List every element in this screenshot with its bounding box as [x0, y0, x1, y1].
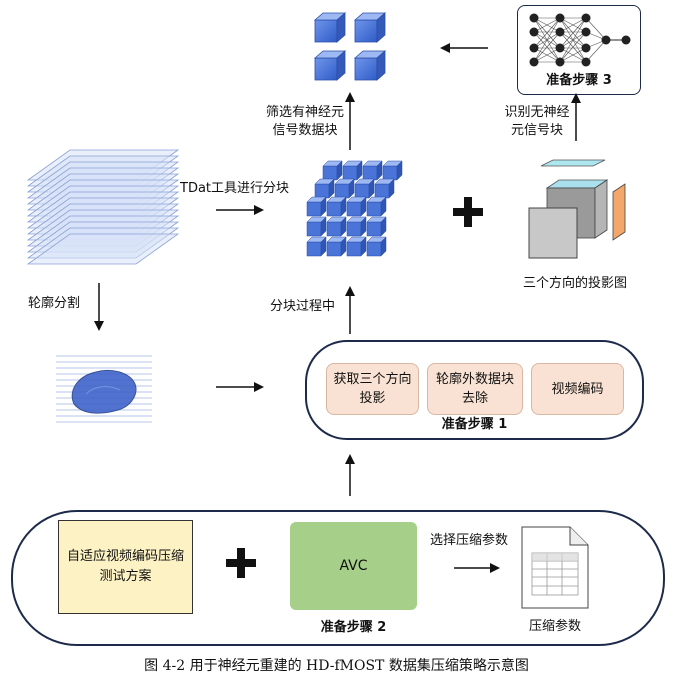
projection-icon [528, 159, 626, 259]
adaptive-test-box: 自适应视频编码压缩测试方案 [58, 520, 193, 614]
arrow-up-step2 [345, 454, 355, 496]
neural-network-icon [529, 13, 631, 67]
figure-caption: 图 4-2 用于神经元重建的 HD-fMOST 数据集压缩策略示意图 [144, 658, 529, 674]
arrow-up-split [345, 286, 355, 334]
block-grid-icon [306, 160, 403, 257]
segmented-brain-icon [56, 355, 152, 423]
filter-blocks-label: 筛选有神经元 信号数据块 [265, 105, 344, 138]
three-dir-proj-label: 三个方向的投影图 [523, 276, 628, 291]
arrow-right-tdat [216, 205, 264, 215]
filtered-cubes-icon [313, 12, 386, 81]
split-process-label: 分块过程中 [270, 299, 336, 314]
arrow-up-step3 [571, 93, 581, 141]
image-stack-icon [26, 149, 180, 265]
step1-box-video-encode: 视频编码 [531, 363, 624, 415]
step1-box-projection: 获取三个方向投影 [326, 363, 419, 415]
step3-box: 准备步骤 3 [517, 5, 641, 95]
arrow-up-filter [345, 92, 355, 150]
step2-title: 准备步骤 2 [320, 620, 387, 635]
arrow-down-contour [94, 283, 104, 331]
step1-box-remove-outside: 轮廓外数据块去除 [427, 363, 523, 415]
avc-box: AVC [290, 522, 417, 610]
plus-icon-step2 [226, 548, 256, 578]
arrow-left [440, 43, 488, 53]
step1-title: 准备步骤 1 [441, 417, 508, 432]
arrow-right-brain [216, 382, 264, 392]
arrow-right-params [454, 563, 500, 573]
compress-params-label: 压缩参数 [529, 619, 582, 634]
document-table-icon [521, 526, 589, 609]
identify-blocks-label: 识别无神经 元信号块 [504, 105, 570, 138]
tdat-label: TDat工具进行分块 [180, 181, 290, 196]
plus-icon [453, 197, 483, 227]
select-params-label: 选择压缩参数 [430, 533, 509, 548]
step3-title: 准备步骤 3 [546, 73, 612, 88]
contour-seg-label: 轮廓分割 [28, 296, 81, 311]
